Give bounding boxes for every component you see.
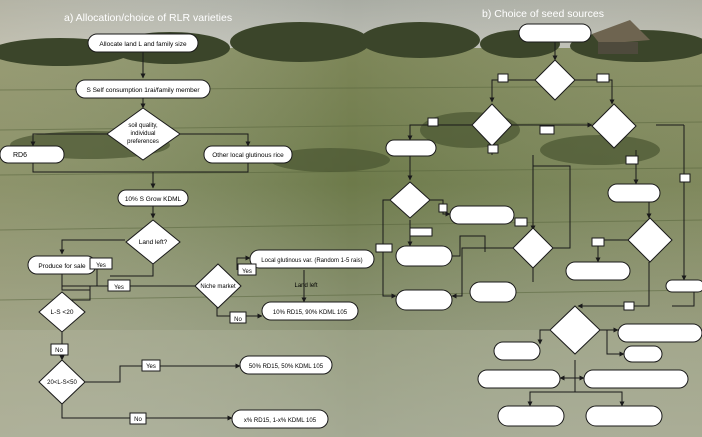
seed-tag-12 (591, 237, 605, 247)
yes-tag-2 (237, 263, 257, 276)
seed-node-mid-2 (469, 281, 517, 303)
grow-kdml-label: 10% S Grow KDML (125, 196, 182, 203)
rd15-50-node (239, 355, 333, 375)
seed-tag-10 (375, 243, 393, 253)
rd15-50-label: 50% RD15, 50% KDML 105 (249, 364, 324, 370)
other-glutinous-node (203, 145, 293, 164)
yes-tag-4 (141, 359, 161, 372)
no-label-2: No (234, 317, 242, 323)
seed-node-right-2 (565, 261, 631, 281)
panel-b-nodes (375, 23, 702, 427)
soil-quality-label-3: preferences (127, 139, 159, 145)
seed-decision-5 (512, 227, 554, 269)
yes-label-4: Yes (146, 364, 156, 370)
seed-node-left-3 (395, 289, 453, 311)
seed-node-left-2 (395, 245, 453, 267)
seed-tag-3 (427, 117, 439, 127)
no-tag-3 (129, 412, 147, 425)
seed-node-left-5 (477, 369, 561, 389)
niche-market-decision (194, 263, 242, 309)
grow-kdml-node (117, 189, 189, 207)
rd6-node (0, 145, 65, 164)
seed-decision-7 (549, 305, 601, 355)
seed-tag-13 (623, 301, 635, 311)
soil-quality-decision (106, 107, 181, 161)
seed-tag-2 (596, 73, 610, 83)
seed-tag-4 (539, 125, 555, 135)
seed-tag-8 (438, 203, 448, 213)
soil-quality-label-1: soil quality, (128, 123, 158, 129)
seed-node-bottom-2 (585, 405, 663, 427)
no-label-1: No (55, 348, 63, 354)
seed-tag-9 (409, 227, 433, 237)
panel-b-title: b) Choice of seed sources (482, 8, 604, 20)
other-glutinous-label: Other local glutinous rice (212, 152, 284, 159)
seed-decision-6 (627, 217, 673, 263)
seed-node-right-1 (607, 183, 661, 203)
seed-node-left-1 (385, 139, 437, 157)
hut (592, 20, 650, 54)
seed-decision-4 (389, 181, 431, 219)
produce-for-sale-label: Produce for sale (38, 263, 86, 270)
rd15-10-node (261, 301, 359, 321)
local-glutinous-var-node (249, 249, 375, 269)
allocate-land-node (87, 33, 199, 53)
self-consumption-label: S Self consumption 1rai/family member (86, 87, 200, 94)
seed-node-bottom-1 (497, 405, 565, 427)
land-left-label: Land left (294, 283, 317, 289)
seed-node-left-4 (493, 341, 541, 361)
seed-node-mid-1 (449, 205, 515, 225)
seed-node-right-6 (583, 369, 689, 389)
rd15-10-label: 10% RD15, 90% KDML 105 (273, 310, 348, 316)
seed-node-right-3 (665, 279, 702, 293)
land-left-decision-label: Land left? (139, 239, 168, 246)
panel-a-title: a) Allocation/choice of RLR varieties (64, 12, 232, 24)
land-left-decision (125, 219, 181, 265)
yes-label-3: Yes (114, 285, 124, 291)
self-consumption-node (75, 79, 211, 99)
allocate-land-label: Allocate land L and family size (99, 41, 187, 48)
panel-a-nodes (0, 33, 375, 429)
panel-a-labels: Allocate land L and family size S Self c… (13, 41, 363, 424)
soil-quality-label-2: individual (130, 131, 155, 137)
panel-b-connectors (382, 42, 695, 407)
seed-tag-11 (514, 217, 528, 227)
seed-node-right-4 (617, 323, 702, 343)
no-tag-1 (50, 343, 69, 356)
seed-node-right-5 (623, 345, 663, 363)
niche-market-label: Niche market (200, 284, 236, 290)
yes-label-2: Yes (242, 269, 252, 275)
seed-tag-7 (679, 173, 691, 183)
ls-lt-20-decision (38, 291, 86, 333)
seed-tag-5 (487, 144, 499, 154)
ls-range-decision (38, 359, 86, 405)
seed-start-node (518, 23, 592, 43)
ls-range-label: 20<L-S<50 (47, 380, 77, 386)
rd15-x-node (231, 409, 329, 429)
rd6-label: RD6 (13, 152, 27, 159)
panel-a-connectors (30, 52, 307, 421)
seed-decision-1 (534, 59, 576, 101)
local-glutinous-var-label: Local glutinous var. (Random 1-5 rais) (261, 258, 362, 264)
yes-tag-1 (89, 257, 113, 270)
yes-label-1: Yes (96, 263, 106, 269)
seed-decision-3 (591, 103, 637, 149)
yes-tag-3 (107, 279, 131, 292)
seed-tag-1 (497, 73, 509, 83)
rd15-x-label: x% RD15, 1-x% KDML 105 (244, 418, 317, 424)
no-tag-2 (229, 311, 247, 324)
seed-tag-6 (625, 155, 639, 165)
seed-decision-2 (471, 103, 513, 147)
ls-lt-20-label: L-S <20 (51, 309, 74, 316)
no-label-3: No (134, 417, 142, 423)
